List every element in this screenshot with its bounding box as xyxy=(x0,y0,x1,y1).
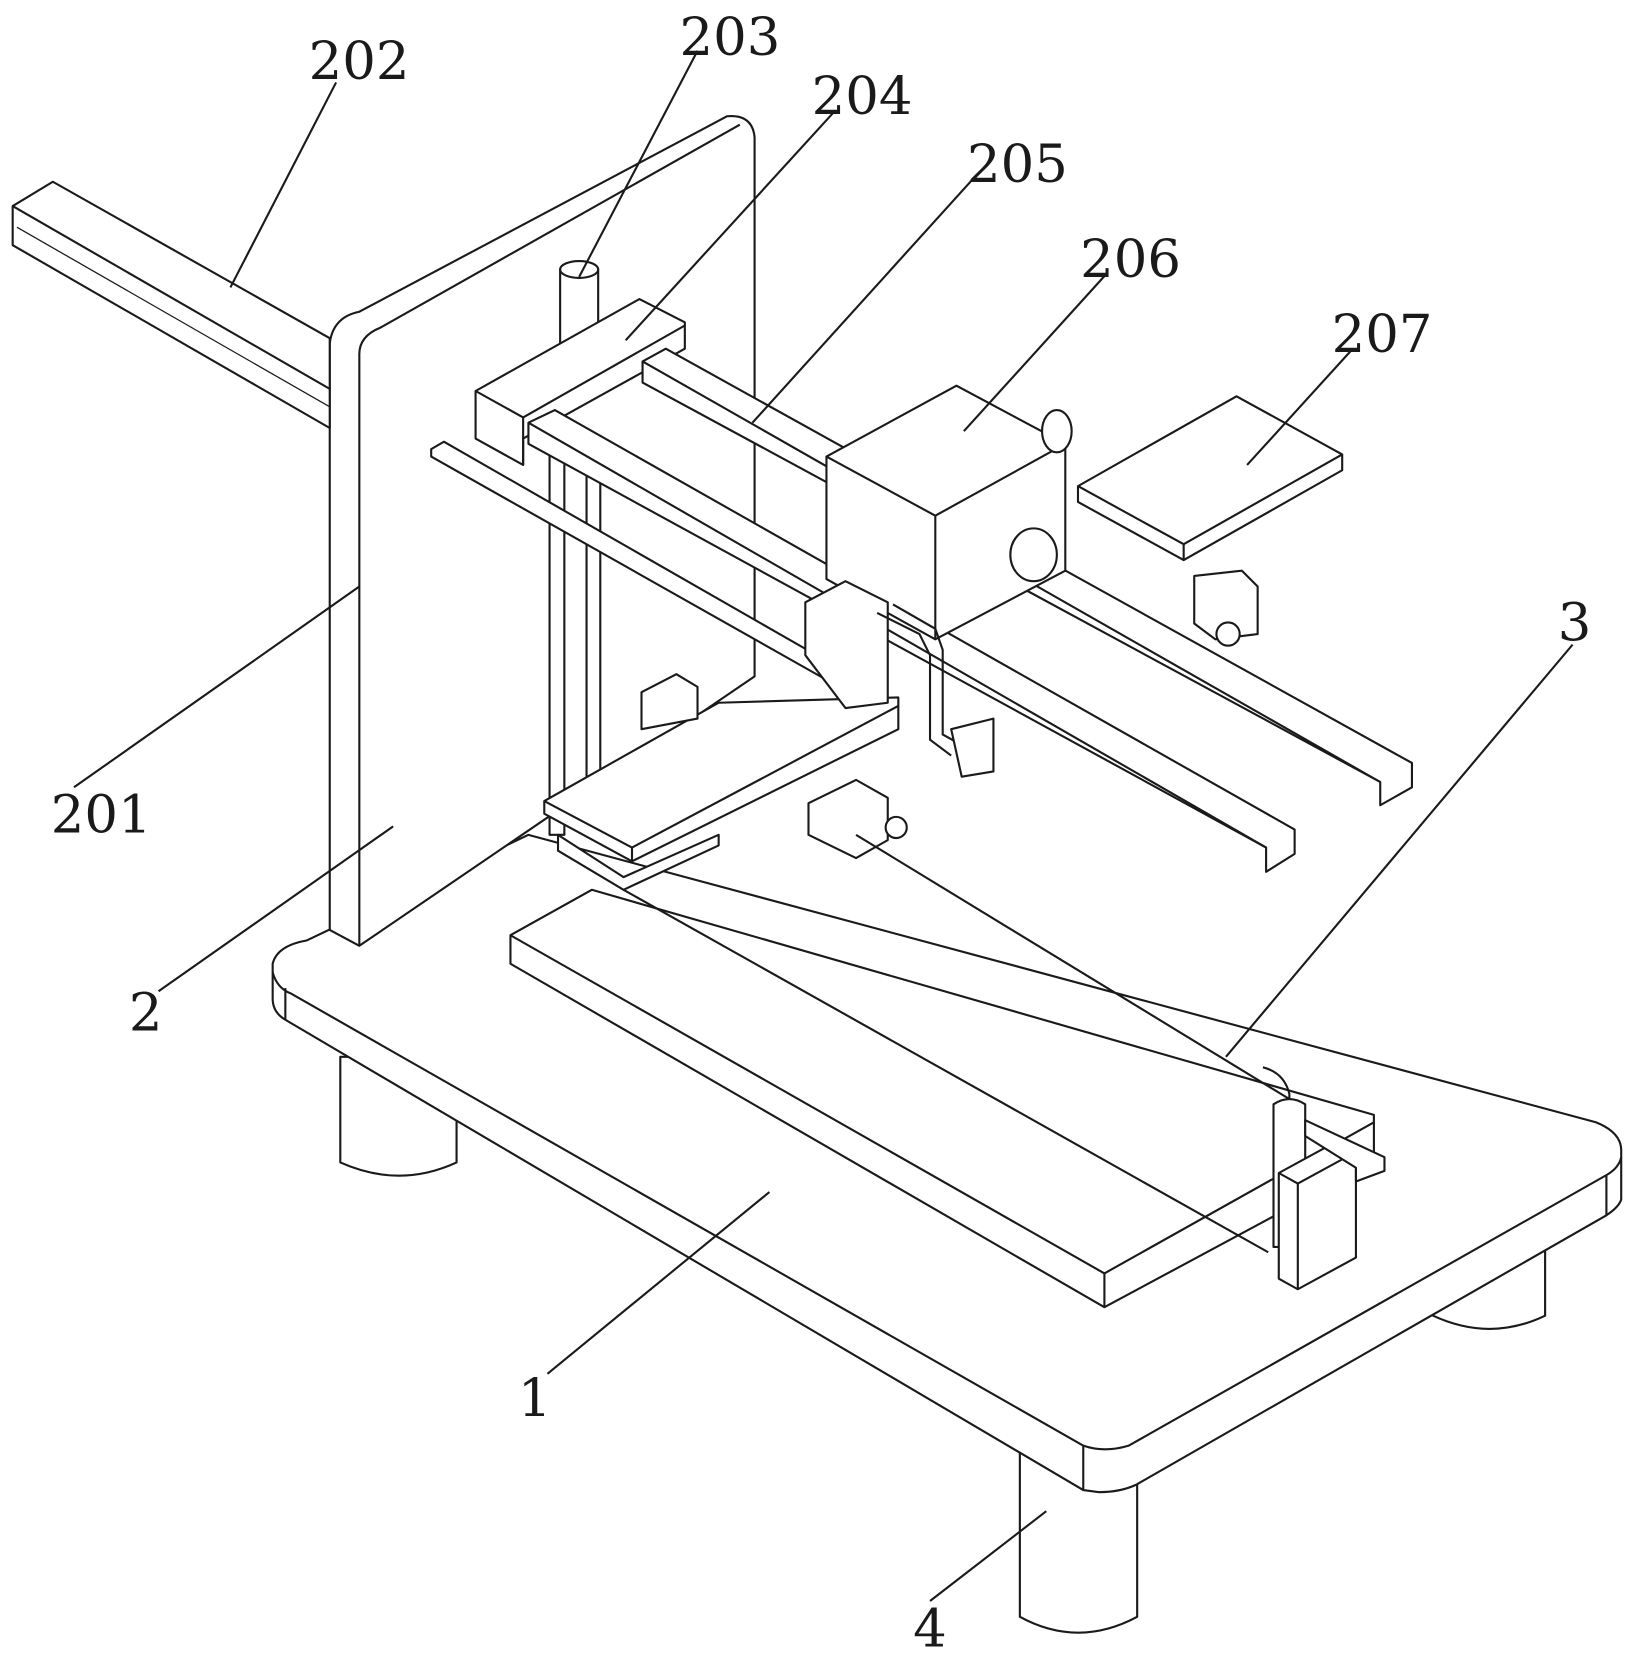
label-202: 202 xyxy=(309,31,410,92)
label-3: 3 xyxy=(1558,592,1592,653)
label-201: 201 xyxy=(51,785,152,846)
side-arm xyxy=(13,182,330,428)
label-204: 204 xyxy=(812,66,913,127)
label-205: 205 xyxy=(967,134,1068,195)
label-1: 1 xyxy=(518,1368,552,1429)
label-2: 2 xyxy=(129,982,163,1043)
label-203: 203 xyxy=(680,7,781,68)
label-207: 207 xyxy=(1332,304,1433,365)
label-4: 4 xyxy=(913,1598,947,1657)
label-206: 206 xyxy=(1080,229,1181,290)
